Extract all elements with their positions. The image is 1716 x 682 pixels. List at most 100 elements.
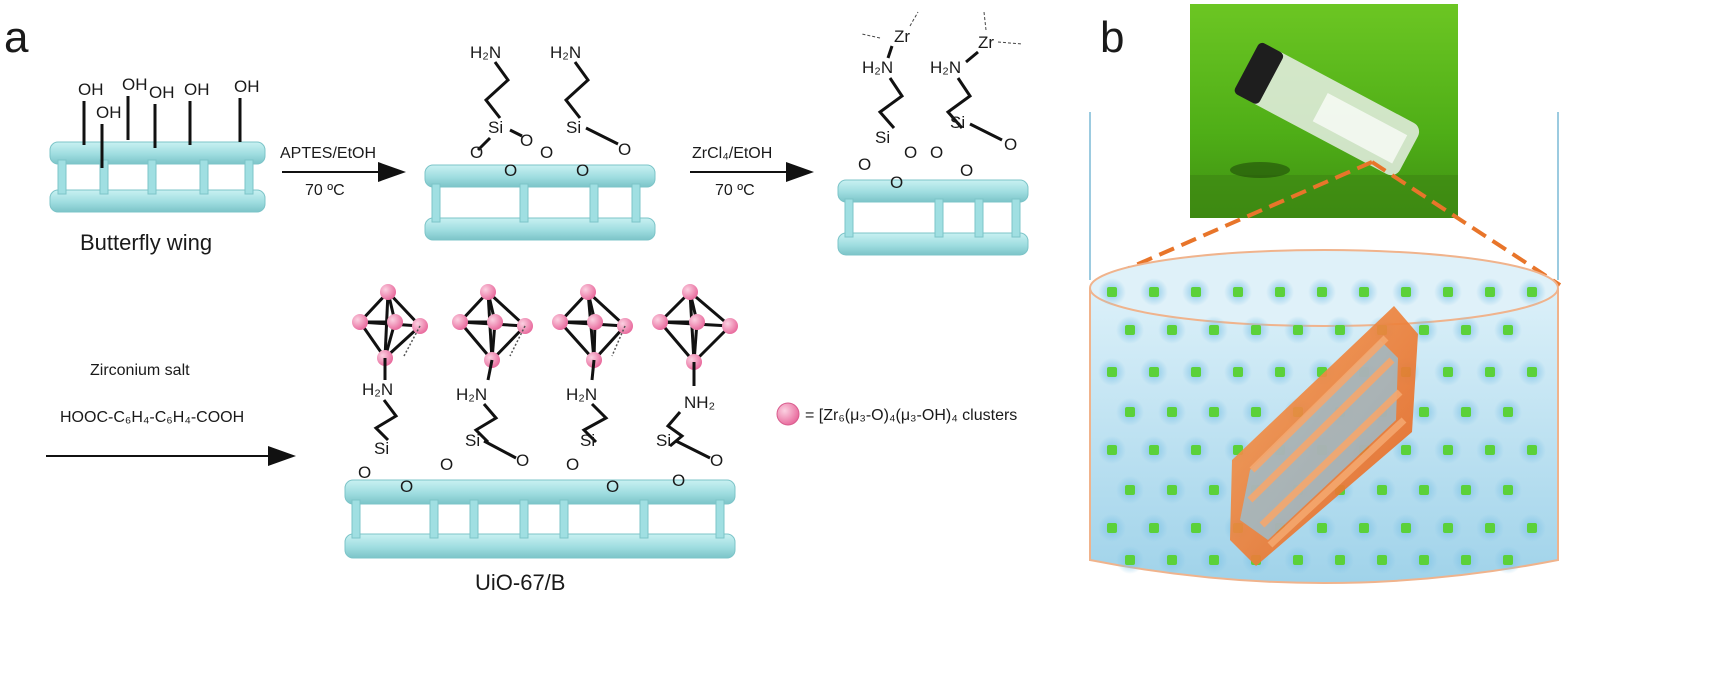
zr-coordinated-scaffold: Zr H₂N Si O O O Zr H₂N Si O (837, 11, 1029, 256)
particle (1461, 555, 1471, 565)
svg-text:NH₂: NH₂ (684, 393, 715, 412)
particle (1149, 445, 1159, 455)
svg-text:O: O (1004, 135, 1017, 154)
svg-text:H₂N: H₂N (456, 385, 487, 404)
particle (1209, 555, 1219, 565)
particle (1293, 555, 1303, 565)
particle (1443, 523, 1453, 533)
particle (1233, 367, 1243, 377)
zr-cluster-1: H₂N Si O O (352, 284, 428, 496)
svg-text:O: O (540, 143, 553, 162)
svg-text:Si: Si (656, 431, 671, 450)
particle (1503, 485, 1513, 495)
particle (1293, 325, 1303, 335)
particle (1191, 523, 1201, 533)
svg-text:O: O (930, 143, 943, 162)
particle (1191, 287, 1201, 297)
particle (1275, 367, 1285, 377)
zr-cluster-3: H₂N Si O O (552, 284, 633, 496)
particle (1251, 325, 1261, 335)
particle (1485, 287, 1495, 297)
particle (1125, 555, 1135, 565)
svg-text:Si: Si (566, 118, 581, 137)
svg-text:Zr: Zr (894, 27, 910, 46)
svg-text:O: O (606, 477, 619, 496)
particle (1419, 407, 1429, 417)
particle (1125, 407, 1135, 417)
panel-a: a Butterfly wing APTES/EtOH 70 ºC (4, 11, 1029, 595)
particle (1167, 555, 1177, 565)
svg-text:O: O (566, 455, 579, 474)
particle (1485, 367, 1495, 377)
svg-text:70 ºC: 70 ºC (305, 182, 345, 199)
svg-text:O: O (858, 155, 871, 174)
svg-text:H₂N: H₂N (566, 385, 597, 404)
reaction-arrow-2: ZrCl₄/EtOH 70 ºC (690, 145, 814, 199)
svg-text:ZrCl₄/EtOH: ZrCl₄/EtOH (692, 145, 772, 162)
particle (1527, 287, 1537, 297)
particle (1461, 325, 1471, 335)
particle (1443, 287, 1453, 297)
uio67-crystal (1230, 306, 1418, 566)
svg-text:O: O (710, 451, 723, 470)
particle (1209, 407, 1219, 417)
svg-text:O: O (358, 463, 371, 482)
svg-text:Si: Si (580, 431, 595, 450)
svg-text:O: O (672, 471, 685, 490)
zr-cluster-4: NH₂ Si O O (652, 284, 738, 490)
beaker-zoom (1089, 249, 1559, 584)
svg-text:H₂N: H₂N (862, 58, 893, 77)
svg-text:O: O (440, 455, 453, 474)
svg-text:Si: Si (488, 118, 503, 137)
vial-photo (1190, 4, 1458, 218)
particle (1317, 523, 1327, 533)
particle (1359, 287, 1369, 297)
svg-text:O: O (904, 143, 917, 162)
particle (1377, 485, 1387, 495)
particle (1461, 485, 1471, 495)
particle (1485, 445, 1495, 455)
svg-text:APTES/EtOH: APTES/EtOH (280, 145, 376, 162)
svg-text:Si: Si (950, 113, 965, 132)
uio67-product: H₂N Si O O H₂N (344, 284, 738, 559)
particle (1125, 485, 1135, 495)
svg-text:O: O (504, 161, 517, 180)
particle (1317, 287, 1327, 297)
svg-text:H₂N: H₂N (930, 58, 961, 77)
svg-text:O: O (470, 143, 483, 162)
svg-text:O: O (520, 131, 533, 150)
particle (1377, 555, 1387, 565)
particle (1335, 555, 1345, 565)
particle (1503, 407, 1513, 417)
particle (1401, 445, 1411, 455)
cluster-legend-text: = [Zr₆(μ₃-O)₄(μ₃-OH)₄ clusters (805, 407, 1017, 424)
particle (1149, 523, 1159, 533)
aptes-grafted-scaffold: H₂N Si O O O H₂N Si O O O (424, 43, 656, 241)
particle (1401, 523, 1411, 533)
particle (1167, 325, 1177, 335)
zr-aptes-1: Zr H₂N Si O O O (858, 11, 919, 192)
cluster-legend-swatch (776, 402, 800, 426)
svg-text:70 ºC: 70 ºC (715, 182, 755, 199)
svg-text:O: O (618, 140, 631, 159)
svg-text:Si: Si (465, 431, 480, 450)
product-label: UiO-67/B (475, 570, 565, 595)
particle (1527, 523, 1537, 533)
svg-text:H₂N: H₂N (362, 380, 393, 399)
particle (1107, 445, 1117, 455)
particle (1461, 407, 1471, 417)
particle (1167, 407, 1177, 417)
particle (1419, 485, 1429, 495)
particle (1107, 367, 1117, 377)
particle (1485, 523, 1495, 533)
svg-text:O: O (516, 451, 529, 470)
particle (1419, 555, 1429, 565)
aptes-molecule-2: H₂N Si O O O (540, 43, 631, 180)
svg-text:O: O (576, 161, 589, 180)
butterfly-wing-scaffold (49, 73, 266, 213)
svg-text:Si: Si (875, 128, 890, 147)
particle (1107, 523, 1117, 533)
particle (1443, 367, 1453, 377)
particle (1125, 325, 1135, 335)
svg-text:O: O (400, 477, 413, 496)
